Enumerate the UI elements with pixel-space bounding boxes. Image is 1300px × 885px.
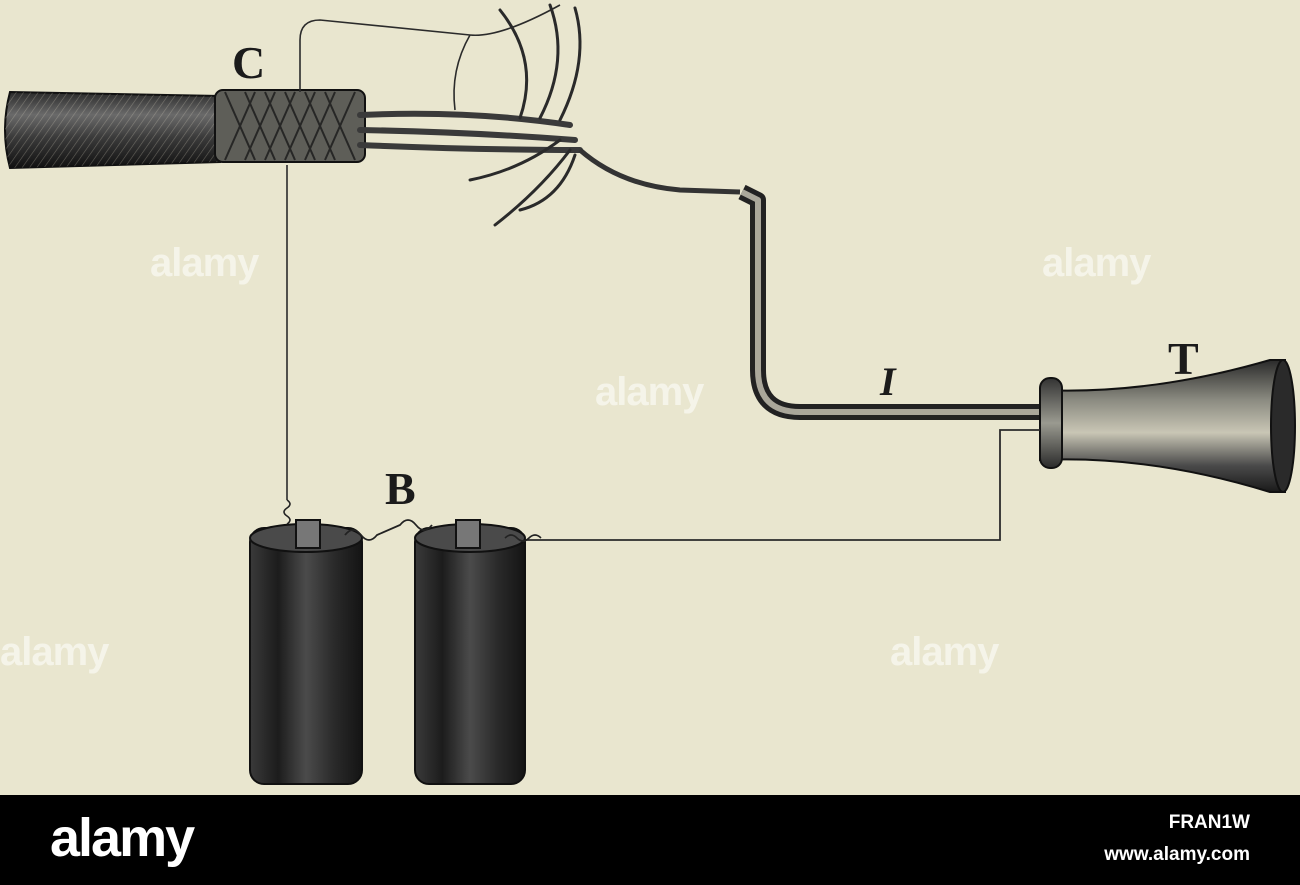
watermark: alamy bbox=[1042, 241, 1151, 285]
watermark: alamy bbox=[0, 630, 109, 674]
label-i: I bbox=[880, 359, 896, 404]
watermark: alamy bbox=[890, 630, 999, 674]
watermark: alamy bbox=[150, 241, 259, 285]
battery-left bbox=[249, 499, 363, 785]
label-c: C bbox=[232, 37, 266, 88]
wire-battery-to-receiver bbox=[520, 429, 1040, 541]
site-url: www.alamy.com bbox=[1104, 844, 1250, 865]
receiver-t bbox=[1039, 359, 1296, 493]
watermark: alamy bbox=[595, 370, 704, 414]
image-id: FRAN1W bbox=[1168, 812, 1250, 833]
coil-right bbox=[504, 534, 542, 542]
cable-c bbox=[4, 3, 741, 227]
apparatus-drawing bbox=[4, 3, 1296, 785]
footer-bar: alamy FRAN1W www.alamy.com bbox=[0, 795, 1300, 885]
wire-between-batteries bbox=[344, 519, 433, 541]
tube-i bbox=[738, 184, 1040, 420]
label-b: B bbox=[385, 463, 416, 514]
alamy-logo: alamy bbox=[50, 808, 195, 868]
label-t: T bbox=[1168, 333, 1199, 384]
figure: C B I T alamy alamy alamy alamy alamy bbox=[0, 0, 1300, 795]
battery-right bbox=[414, 519, 526, 785]
